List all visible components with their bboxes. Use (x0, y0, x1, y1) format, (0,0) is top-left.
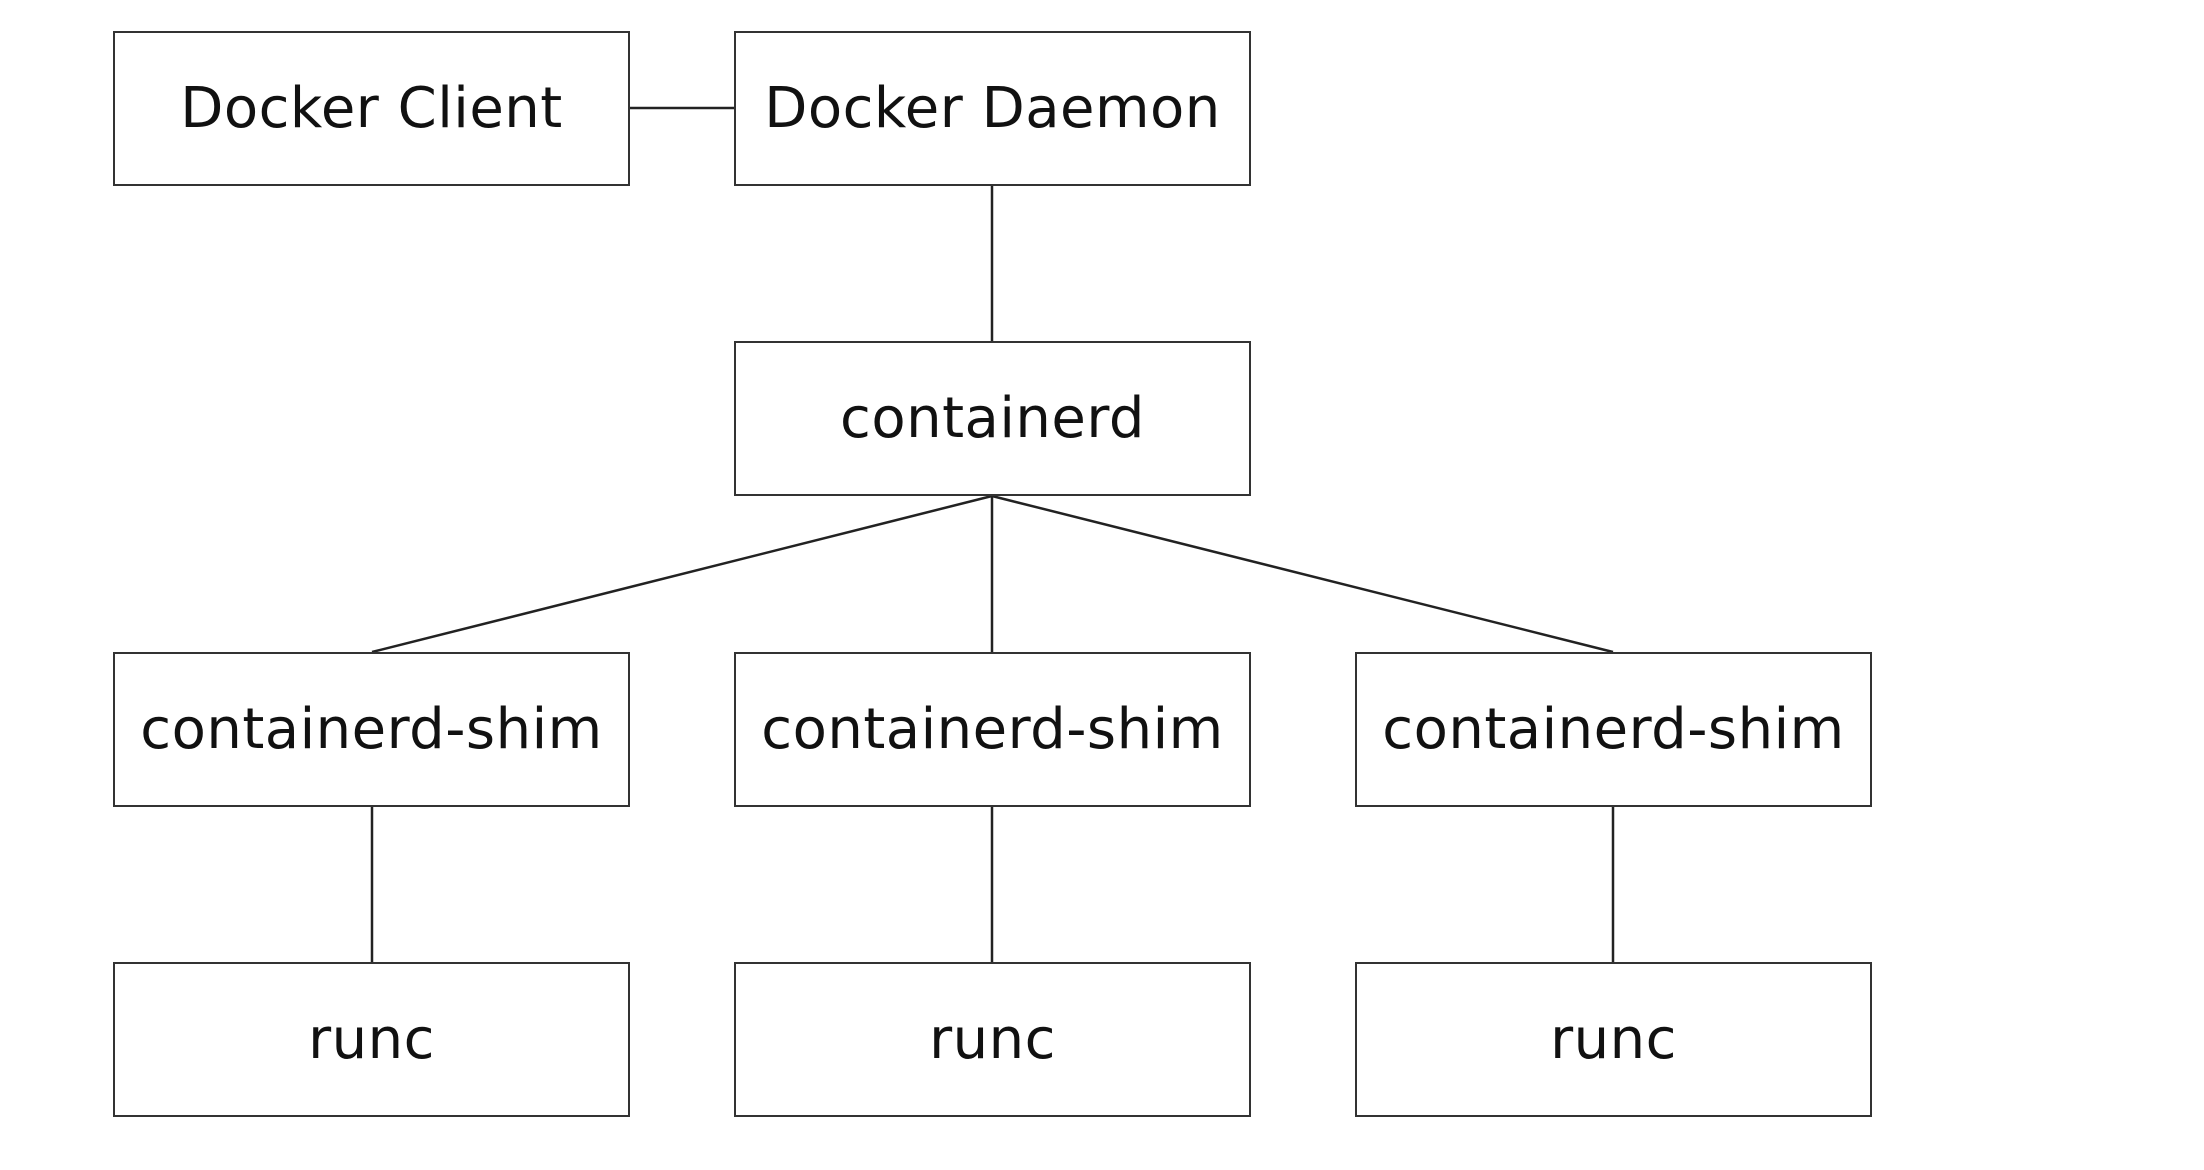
node-label: runc (929, 1007, 1056, 1072)
node-label: runc (308, 1007, 435, 1072)
node-label: containerd (840, 386, 1145, 451)
runc-node-3: runc (1355, 962, 1872, 1117)
node-label: Docker Daemon (764, 76, 1221, 141)
containerd-shim-node-2: containerd-shim (734, 652, 1251, 807)
node-label: Docker Client (180, 76, 563, 141)
docker-client-node: Docker Client (113, 31, 630, 186)
containerd-node: containerd (734, 341, 1251, 496)
node-label: containerd-shim (140, 697, 603, 762)
node-label: runc (1550, 1007, 1677, 1072)
runc-node-2: runc (734, 962, 1251, 1117)
node-label: containerd-shim (1382, 697, 1845, 762)
edge-containerd-to-shim-3 (991, 494, 1614, 654)
runc-node-1: runc (113, 962, 630, 1117)
docker-daemon-node: Docker Daemon (734, 31, 1251, 186)
containerd-shim-node-1: containerd-shim (113, 652, 630, 807)
containerd-shim-node-3: containerd-shim (1355, 652, 1872, 807)
edge-containerd-to-shim-1 (371, 494, 993, 654)
node-label: containerd-shim (761, 697, 1224, 762)
